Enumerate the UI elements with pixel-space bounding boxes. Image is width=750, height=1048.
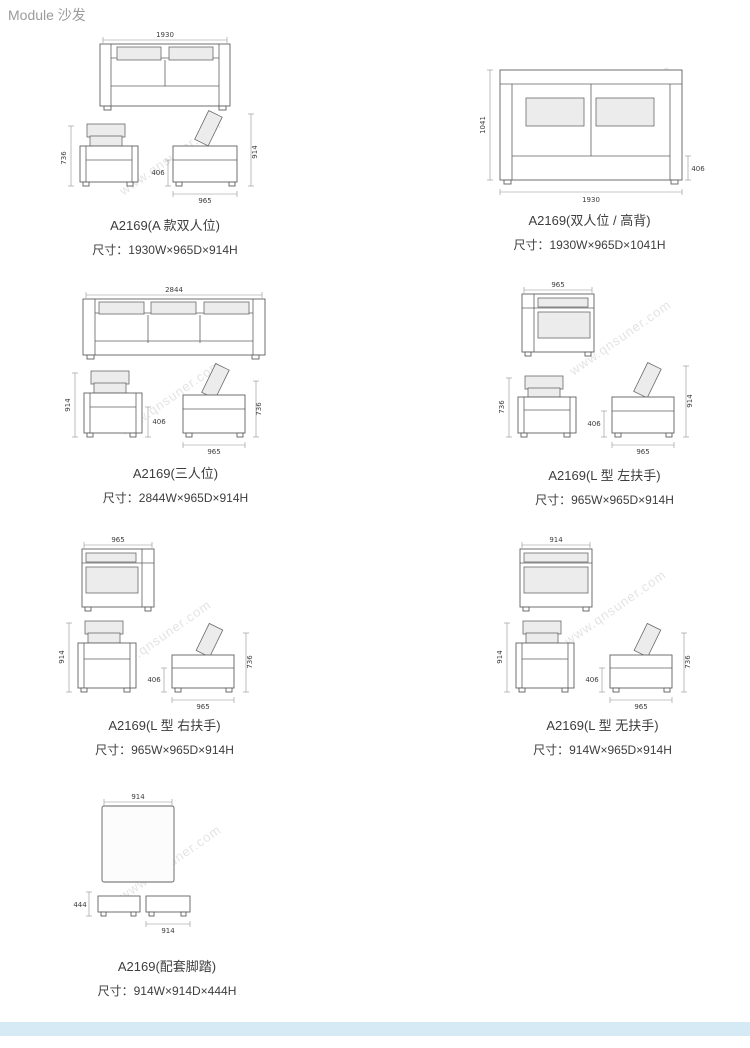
dimension-label: 736 — [255, 402, 263, 416]
dimension-label: 914 — [131, 793, 145, 801]
product-card-l-no-arm: 914 914 736 406 965 — [490, 533, 715, 758]
product-size: 尺寸：1930W×965D×1041H — [513, 238, 666, 252]
side-view-module: 736 965 — [182, 363, 263, 456]
dimension-label: 965 — [207, 448, 220, 456]
side-view-module: 736 406 965 — [147, 622, 254, 711]
two-seater-highback-drawing: 1041 406 1930 — [479, 69, 705, 204]
l-left-arm-drawing: 965 736 914 406 — [498, 281, 694, 456]
footer-bar — [0, 1022, 750, 1036]
product-title: A2169(L 型 无扶手) — [546, 718, 659, 733]
dimension-label: 914 — [58, 650, 66, 664]
product-title: A2169(L 型 右扶手) — [108, 718, 221, 733]
dimension-label: 406 — [152, 418, 166, 426]
dimension-label: 914 — [496, 650, 504, 664]
dimension-label: 406 — [147, 676, 161, 684]
two-seater-a-drawing: 1930 736 914 406 — [60, 31, 259, 205]
product-title: A2169(双人位 / 高背) — [528, 213, 651, 228]
product-card-two-seater-highback: 1041 406 1930 A2169(双人位 / 高背) 尺寸：1930W×9… — [472, 58, 707, 253]
front-view-module: 914 — [496, 620, 575, 693]
product-size: 尺寸：2844W×965D×914H — [102, 491, 249, 505]
page-title: Module 沙发 — [8, 7, 86, 23]
product-title: A2169(L 型 左扶手) — [548, 468, 661, 483]
dimension-label: 736 — [684, 655, 692, 669]
product-title: A2169(三人位) — [132, 466, 219, 481]
dimension-label: 1930 — [582, 196, 600, 204]
dimension-label: 914 — [549, 536, 563, 544]
product-title: A2169(配套脚踏) — [117, 959, 217, 974]
l-no-arm-drawing: 914 914 736 406 965 — [496, 536, 692, 711]
dimension-label: 914 — [686, 394, 694, 408]
dimension-label: 406 — [585, 676, 599, 684]
dimension-label: 965 — [111, 536, 124, 544]
front-view: 444 914 — [73, 891, 191, 935]
product-size: 尺寸：965W×965D×914H — [95, 743, 234, 757]
front-view-module: 736 — [60, 123, 139, 187]
three-seater-drawing: 2844 914 406 736 — [64, 286, 266, 456]
product-card-three-seater: 2844 914 406 736 — [58, 283, 293, 506]
product-card-two-seater-a: 1930 736 914 406 — [55, 28, 275, 258]
front-view-module: 736 — [498, 375, 577, 438]
product-title: A2169(A 款双人位) — [110, 218, 220, 233]
dimension-label: 406 — [691, 165, 705, 173]
side-view-module: 914 406 965 — [151, 110, 259, 205]
side-view-module: 736 406 965 — [585, 622, 692, 711]
top-view: 965 — [81, 536, 155, 612]
dimension-label: 736 — [498, 400, 506, 414]
top-view: 914 — [101, 793, 175, 883]
top-view: 965 — [521, 281, 595, 357]
footstool-drawing: 914 444 914 — [73, 793, 191, 935]
dimension-label: 965 — [196, 703, 209, 711]
product-size: 尺寸：914W×914D×444H — [97, 984, 237, 998]
dimension-label: 965 — [198, 197, 211, 205]
product-size: 尺寸：965W×965D×914H — [535, 493, 674, 507]
dimension-label: 736 — [246, 655, 254, 669]
front-elevation: 1041 406 1930 — [479, 69, 705, 204]
dimension-label: 444 — [73, 901, 87, 909]
product-card-l-left-arm: 965 736 914 406 — [492, 278, 717, 508]
front-view-module: 914 406 — [64, 370, 166, 438]
dimension-label: 914 — [64, 398, 72, 412]
dimension-label: 2844 — [165, 286, 183, 294]
product-card-footstool: 914 444 914 A2169(配套脚踏) 尺寸：914W×914D×444… — [72, 790, 262, 999]
dimension-label: 965 — [634, 703, 647, 711]
front-view-module: 914 — [58, 620, 137, 693]
front-elevation: 1930 — [99, 31, 231, 111]
front-elevation: 2844 — [82, 286, 266, 360]
dimension-label: 736 — [60, 151, 68, 165]
product-size: 尺寸：1930W×965D×914H — [92, 243, 238, 257]
dimension-label: 965 — [551, 281, 564, 289]
product-card-l-right-arm: 965 914 736 406 — [52, 533, 277, 758]
dimension-label: 406 — [151, 169, 165, 177]
dimension-label: 1930 — [156, 31, 174, 39]
dimension-label: 914 — [161, 927, 175, 935]
l-right-arm-drawing: 965 914 736 406 — [58, 536, 254, 711]
product-size: 尺寸：914W×965D×914H — [533, 743, 672, 757]
dimension-label: 965 — [636, 448, 649, 456]
side-view-module: 914 406 965 — [587, 362, 694, 456]
dimension-label: 914 — [251, 145, 259, 159]
dimension-label: 406 — [587, 420, 601, 428]
top-view: 914 — [519, 536, 593, 612]
dimension-label: 1041 — [479, 116, 487, 134]
